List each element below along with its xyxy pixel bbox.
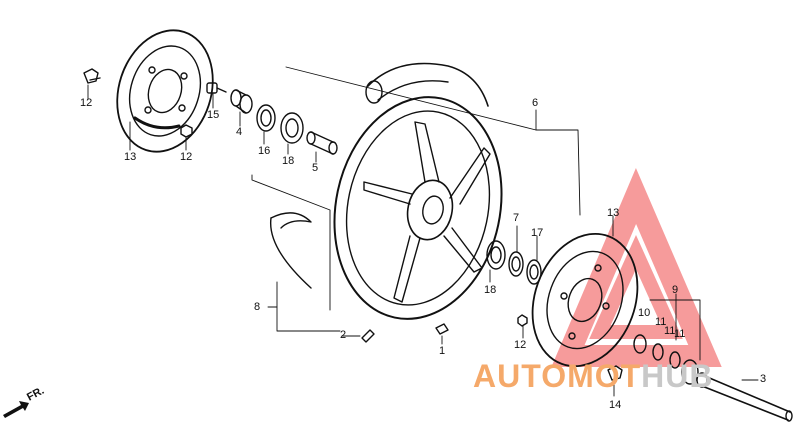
callout-15: 15 (207, 109, 220, 121)
bearing-top (280, 112, 304, 144)
rim (333, 96, 503, 320)
axle-3 (696, 372, 793, 422)
callout-14-right: 14 (609, 399, 622, 411)
callout-17: 17 (531, 227, 544, 239)
valve-2 (361, 329, 375, 343)
bolt-left (83, 68, 101, 84)
bearing-right (486, 240, 506, 270)
callout-7: 7 (513, 212, 520, 224)
brake-disc-left (116, 29, 214, 153)
callout-18-top: 18 (282, 155, 295, 167)
callout-1: 1 (439, 345, 446, 357)
collar-stack (633, 334, 699, 385)
callout-11-a: 11 (655, 316, 667, 328)
callout-12-right: 12 (514, 339, 527, 351)
nut-left (180, 124, 193, 138)
callout-12-left: 12 (180, 151, 193, 163)
callout-14-left: 12 (80, 97, 93, 109)
brake-disc-right (531, 232, 639, 368)
nut-right (517, 314, 528, 327)
seal-16 (256, 104, 276, 132)
watermark-text: AUTOMOTHUB (473, 358, 714, 394)
seal-7 (508, 251, 524, 277)
bolt-right (607, 365, 623, 381)
bolt-15 (206, 82, 227, 94)
callout-13-right: 13 (607, 207, 620, 219)
callout-11-b: 11 (664, 325, 676, 337)
callout-8: 8 (254, 301, 261, 313)
leader-lines (87, 66, 759, 397)
callout-11-c: 11 (674, 328, 686, 340)
callout-13-left: 13 (124, 151, 137, 163)
callout-18-right: 18 (484, 284, 497, 296)
callout-3: 3 (760, 373, 767, 385)
seal-17 (526, 259, 542, 285)
callout-10: 10 (638, 307, 651, 319)
callout-4: 4 (236, 126, 243, 138)
fr-arrow-icon (3, 401, 29, 418)
callout-5: 5 (312, 162, 319, 174)
callout-16: 16 (258, 145, 271, 157)
collar-4 (230, 89, 253, 114)
spacer-5 (306, 131, 338, 155)
callout-6: 6 (532, 97, 539, 109)
callout-2: 2 (340, 329, 347, 341)
tire (269, 62, 489, 289)
callout-9: 9 (672, 284, 679, 296)
valve-cap-1 (435, 323, 449, 335)
